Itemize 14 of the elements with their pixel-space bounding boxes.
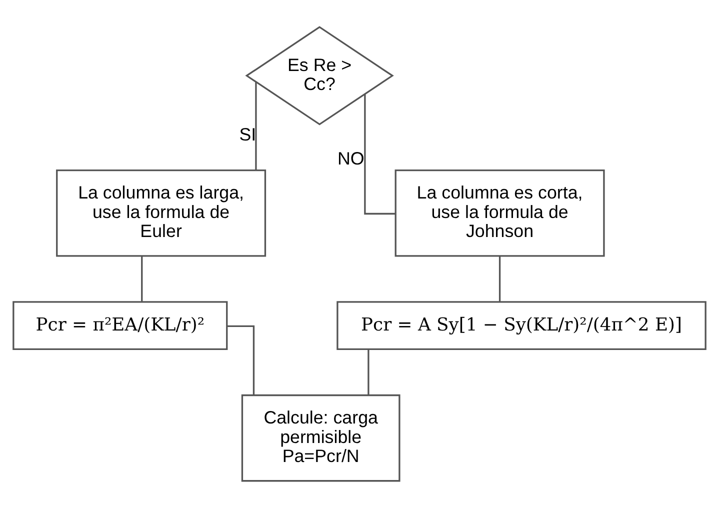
edge-label: SI: [239, 124, 256, 144]
connector: [498, 255, 501, 301]
node-box: Pcr = A Sy[1 − Sy(KL/r)²/(4π^2 E)]: [336, 300, 706, 350]
node-box: Calcule: carga permisible Pa=Pcr/N: [241, 394, 400, 482]
connector: [364, 94, 396, 214]
edge-label: NO: [337, 148, 364, 168]
node-box: Pcr = π²EA/(KL/r)²: [12, 300, 228, 350]
connector: [141, 255, 143, 301]
connector: [227, 324, 255, 395]
connector: [255, 81, 257, 170]
node-box: La columna es corta, use la formula de Johnson: [394, 168, 605, 256]
node-diamond: Es Re > Cc?: [245, 26, 394, 125]
connector: [368, 348, 370, 395]
node-box: La columna es larga, use la formula de Euler: [56, 168, 266, 256]
